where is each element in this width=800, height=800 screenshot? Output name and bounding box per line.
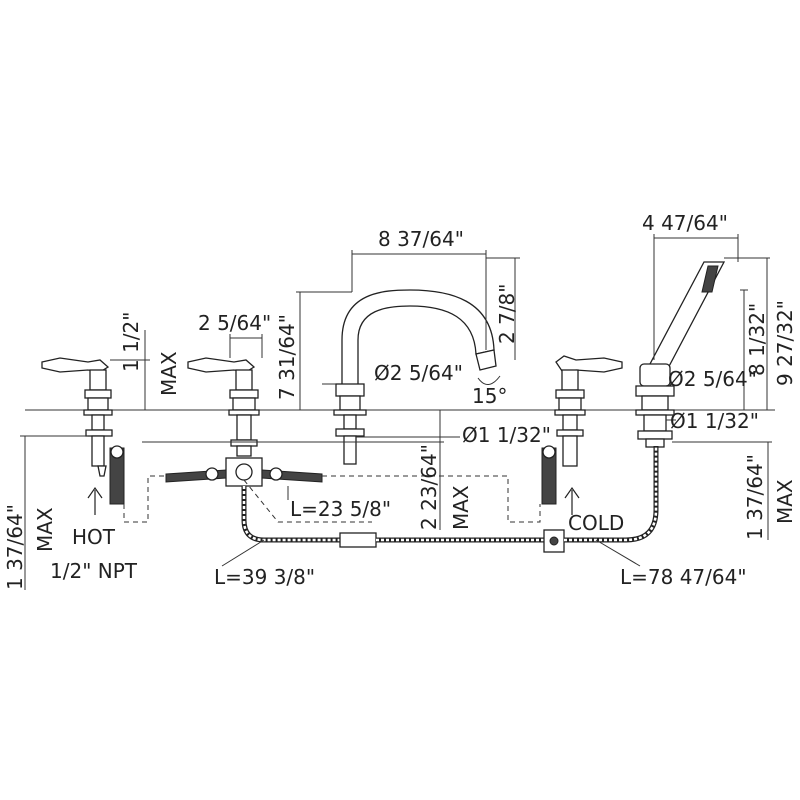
valve-center-left — [165, 357, 323, 487]
label-deck-thickness-left-max: MAX — [33, 507, 57, 552]
label-hot: HOT — [72, 525, 116, 549]
cold-dashed-supply — [322, 475, 541, 523]
label-spout-height: 7 31/64" — [275, 314, 299, 400]
label-handshower-height-b: 9 27/32" — [773, 300, 797, 386]
spout — [333, 289, 497, 465]
dimension-lines — [20, 234, 772, 590]
label-handshower-height-a: 8 1/32" — [745, 303, 769, 376]
label-handshower-width: 4 47/64" — [642, 211, 728, 235]
hose-coupling — [339, 532, 377, 548]
label-spout-reach: 8 37/64" — [378, 227, 464, 251]
label-deck-thickness-left: 1 37/64" — [3, 504, 27, 590]
label-deck-thickness-right: 1 37/64" — [743, 454, 767, 540]
label-hose-length-long: L=78 47/64" — [620, 565, 747, 589]
label-handle-spread: 2 5/64" — [198, 311, 271, 335]
label-handle-height: 1 1/2" — [119, 312, 143, 372]
hot-dashed-supply — [123, 475, 166, 523]
label-handle-height-max: MAX — [157, 351, 181, 396]
label-deck-hole-handshower: Ø1 1/32" — [670, 409, 759, 433]
label-deck-thickness-mid-max: MAX — [449, 485, 473, 530]
handshower — [635, 261, 726, 448]
hot-inlet-arrow — [87, 486, 103, 515]
label-spout-diameter: Ø2 5/64" — [374, 361, 463, 385]
label-npt: 1/2" NPT — [50, 559, 138, 583]
label-hose-length-short: L=23 5/8" — [290, 497, 391, 521]
label-deck-thickness-mid: 2 23/64" — [417, 444, 441, 530]
cold-valve-right — [541, 355, 623, 505]
label-handshower-diameter: Ø2 5/64" — [668, 367, 757, 391]
label-deck-hole-spout: Ø1 1/32" — [462, 423, 551, 447]
label-cold: COLD — [568, 511, 624, 535]
label-spout-rise: 2 7/8" — [495, 284, 519, 344]
hot-valve-left — [41, 357, 125, 505]
label-hose-length-main: L=39 3/8" — [214, 565, 315, 589]
label-swivel-angle: 15° — [472, 384, 507, 408]
label-deck-thickness-right-max: MAX — [773, 479, 797, 524]
cold-inlet-arrow — [564, 486, 580, 515]
